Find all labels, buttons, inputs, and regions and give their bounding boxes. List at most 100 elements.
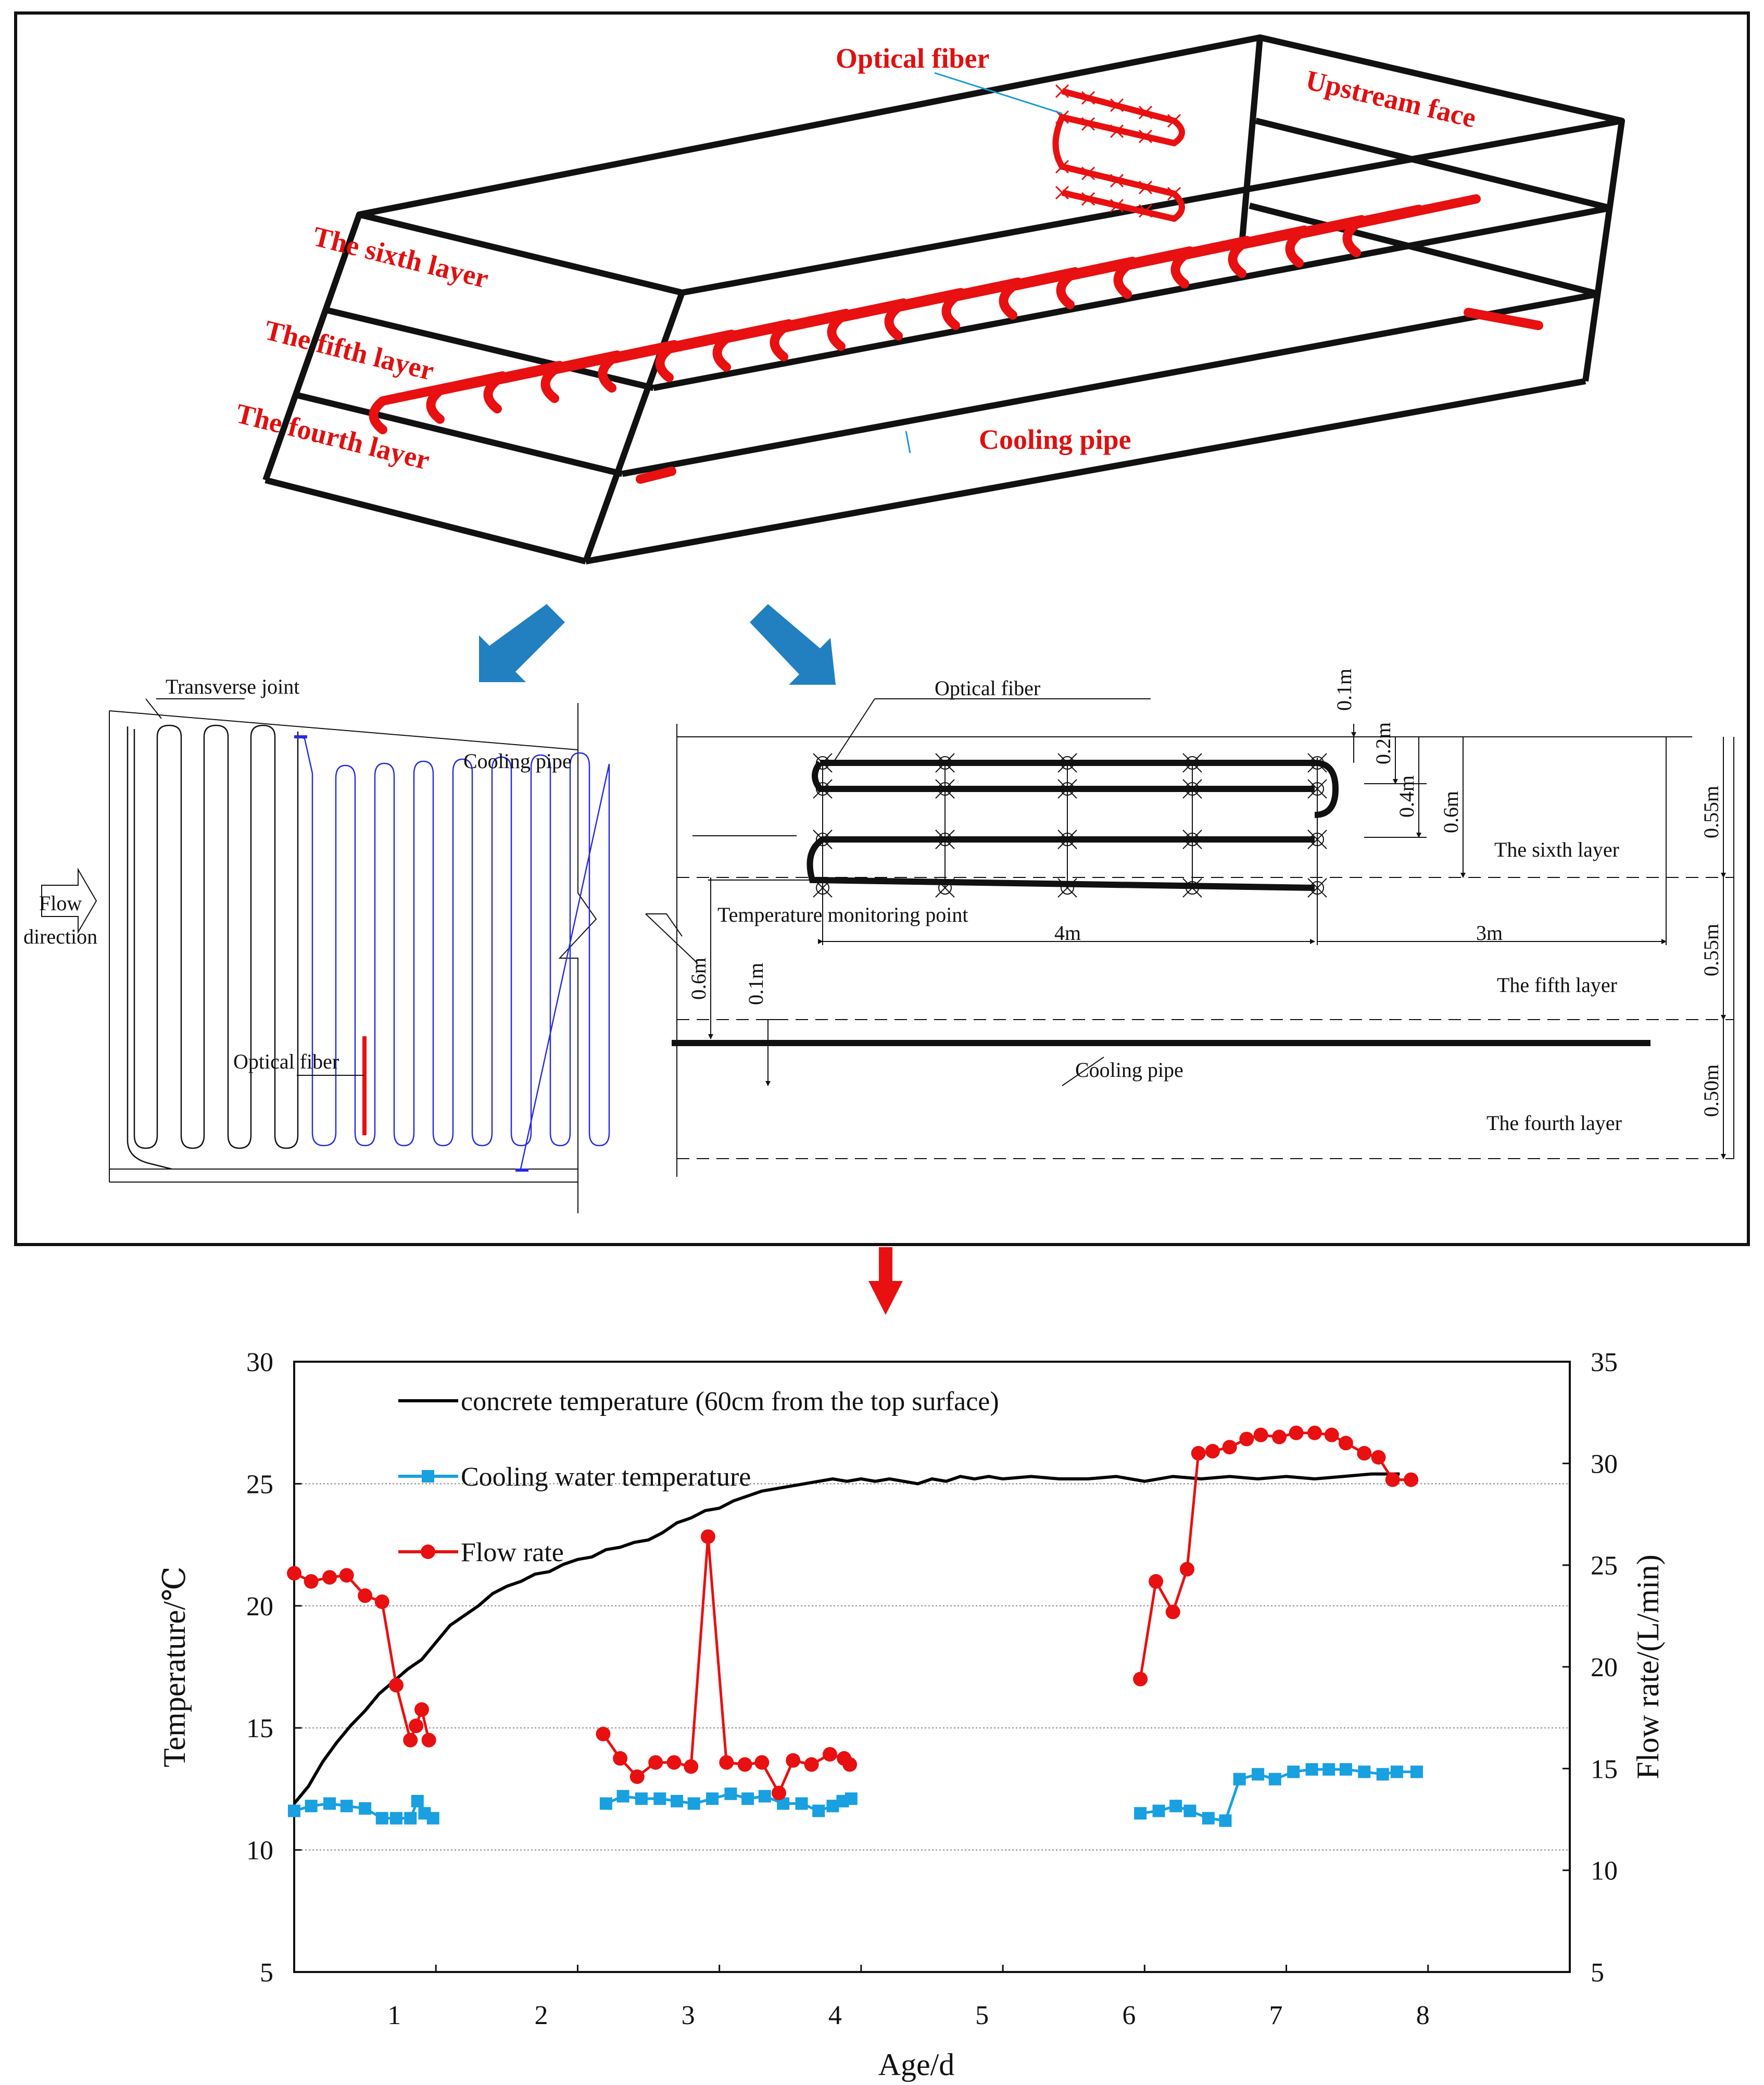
series-line bbox=[1139, 1431, 1412, 1679]
data-point bbox=[1338, 1436, 1353, 1451]
data-point bbox=[1191, 1446, 1206, 1461]
data-point bbox=[1149, 1574, 1164, 1589]
data-point bbox=[1180, 1562, 1194, 1577]
optical-fiber-3d bbox=[1052, 84, 1185, 222]
data-point bbox=[1239, 1431, 1254, 1447]
data-point bbox=[1183, 1804, 1196, 1817]
x-tick-label: 4 bbox=[828, 2001, 842, 2030]
plan-cooling-pipe bbox=[127, 724, 610, 1172]
data-point bbox=[1133, 1672, 1148, 1687]
arrow-left-icon bbox=[479, 604, 565, 682]
data-point bbox=[1404, 1472, 1419, 1487]
data-point bbox=[426, 1812, 439, 1825]
x-tick-label: 3 bbox=[682, 2001, 695, 2030]
data-point bbox=[389, 1678, 404, 1693]
legend: concrete temperature (60cm from the top … bbox=[398, 1387, 999, 1567]
data-point bbox=[1371, 1450, 1386, 1465]
data-point bbox=[613, 1751, 628, 1766]
data-point bbox=[1376, 1768, 1389, 1781]
data-point bbox=[648, 1755, 663, 1770]
down-arrow-icon bbox=[868, 1247, 903, 1315]
legend-marker bbox=[421, 1544, 435, 1559]
data-point bbox=[411, 1794, 424, 1807]
data-point bbox=[724, 1787, 737, 1800]
x-tick-label: 7 bbox=[1269, 2001, 1283, 2030]
data-point bbox=[409, 1718, 424, 1734]
data-point bbox=[414, 1702, 429, 1717]
dim-0-2m: 0.2m bbox=[1371, 722, 1395, 764]
y2-tick-label: 20 bbox=[1591, 1653, 1618, 1682]
data-point bbox=[1385, 1472, 1400, 1487]
data-point bbox=[1271, 1429, 1287, 1445]
data-point bbox=[1307, 1425, 1322, 1440]
series-line bbox=[605, 1792, 852, 1813]
data-point bbox=[305, 1800, 318, 1813]
section-view bbox=[645, 724, 1734, 1177]
label-cooling-pipe-top: Cooling pipe bbox=[979, 424, 1131, 455]
data-point bbox=[845, 1792, 858, 1805]
y-tick-label: 5 bbox=[260, 1958, 273, 1988]
optical-fiber-leader bbox=[934, 72, 1063, 115]
data-point bbox=[1357, 1446, 1372, 1461]
x-tick-label: 5 bbox=[975, 2001, 989, 2030]
dim-0-1m-bottom: 0.1m bbox=[744, 963, 767, 1005]
data-point bbox=[772, 1786, 786, 1801]
label-transverse-joint: Transverse joint bbox=[166, 675, 299, 698]
cooling-pipe-leader bbox=[905, 431, 911, 454]
x-tick-label: 8 bbox=[1416, 2001, 1430, 2030]
data-point bbox=[758, 1790, 771, 1803]
data-point bbox=[599, 1797, 612, 1810]
y2-tick-label: 25 bbox=[1591, 1551, 1618, 1581]
data-point bbox=[684, 1759, 699, 1774]
data-point bbox=[812, 1804, 825, 1817]
y-tick-label: 30 bbox=[246, 1348, 273, 1377]
series-2 bbox=[287, 1425, 1419, 1801]
label-optical-fiber-plan: Optical fiber bbox=[233, 1050, 339, 1073]
dim-0-1m-top: 0.1m bbox=[1332, 669, 1356, 711]
legend-label: Flow rate bbox=[461, 1538, 564, 1567]
data-point bbox=[288, 1804, 300, 1817]
data-point bbox=[359, 1802, 372, 1815]
legend-label: concrete temperature (60cm from the top … bbox=[461, 1387, 999, 1416]
diagram-frame bbox=[14, 11, 1750, 1246]
data-point bbox=[322, 1570, 337, 1585]
legend-marker bbox=[422, 1470, 434, 1483]
data-point bbox=[1324, 1427, 1339, 1442]
data-point bbox=[629, 1769, 645, 1784]
data-point bbox=[1358, 1765, 1371, 1778]
plan-view bbox=[109, 703, 597, 1213]
data-point bbox=[1390, 1765, 1403, 1778]
data-point bbox=[823, 1747, 837, 1762]
data-point bbox=[596, 1726, 611, 1741]
data-point bbox=[390, 1812, 402, 1825]
data-point bbox=[842, 1757, 858, 1772]
x-axis-title: Age/d bbox=[878, 2048, 955, 2082]
data-point bbox=[754, 1755, 770, 1770]
section-dimensions bbox=[708, 724, 1726, 1159]
dim-0-6m-top: 0.6m bbox=[1439, 791, 1463, 833]
data-point bbox=[1339, 1763, 1352, 1776]
data-point bbox=[1287, 1765, 1300, 1778]
data-point bbox=[404, 1812, 417, 1825]
data-point bbox=[374, 1594, 389, 1609]
data-point bbox=[616, 1790, 629, 1803]
dim-0-55m-fifth: 0.55m bbox=[1699, 924, 1723, 976]
y-axis-title: Temperature/℃ bbox=[157, 1566, 192, 1767]
series-line bbox=[293, 1472, 1400, 1805]
label-fifth-layer-top: The fifth layer bbox=[261, 314, 437, 386]
dim-0-4m: 0.4m bbox=[1395, 775, 1418, 818]
series-1 bbox=[288, 1763, 1423, 1827]
data-point bbox=[804, 1757, 819, 1772]
data-point bbox=[1205, 1443, 1220, 1459]
data-point bbox=[340, 1800, 353, 1813]
data-point bbox=[1322, 1763, 1335, 1776]
series-line bbox=[602, 1536, 851, 1796]
y2-axis-title: Flow rate/(L/min) bbox=[1631, 1554, 1665, 1779]
x-tick-label: 2 bbox=[534, 2001, 548, 2030]
data-point bbox=[339, 1568, 354, 1583]
label-temperature-monitoring-point: Temperature monitoring point bbox=[717, 903, 968, 926]
label-upstream-face: Upstream face bbox=[1303, 64, 1479, 133]
flow-direction-arrow bbox=[41, 868, 97, 934]
